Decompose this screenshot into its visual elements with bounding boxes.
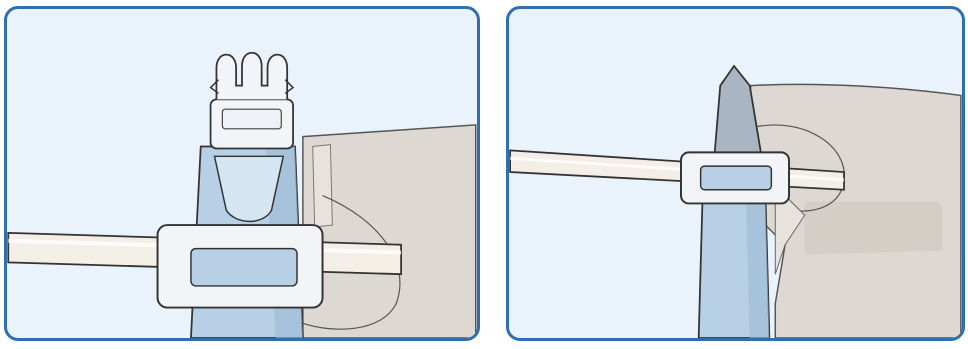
strap-through-keeper-illustration — [509, 9, 962, 338]
strap-keeper — [681, 152, 789, 203]
bag-pad — [805, 201, 942, 254]
strap-upper — [714, 66, 761, 156]
illustration-panel-right — [506, 6, 965, 341]
strap-buckle-illustration — [7, 9, 477, 338]
buckle — [211, 53, 293, 149]
strap-keeper — [158, 225, 323, 307]
illustration-panel-left — [4, 6, 480, 341]
strap-shadow — [746, 196, 770, 338]
bag-seam — [313, 145, 333, 227]
